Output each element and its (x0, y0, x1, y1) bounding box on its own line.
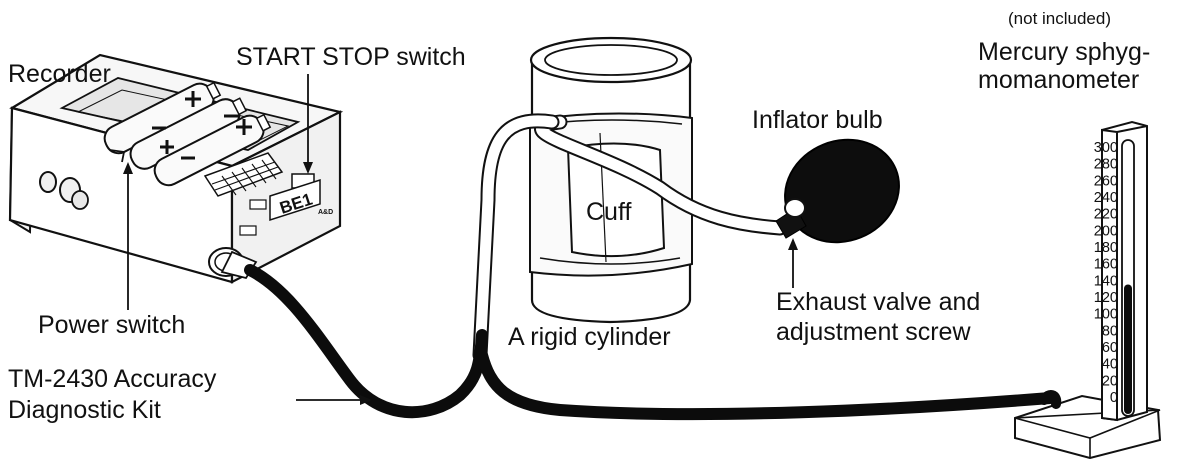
label-cuff: Cuff (586, 198, 631, 226)
recorder-side-buttons (39, 171, 89, 210)
label-exhaust-line2: adjustment screw (776, 318, 971, 346)
label-rigid-cylinder: A rigid cylinder (508, 323, 671, 351)
recorder-grille (203, 152, 284, 197)
cuff-tube (474, 115, 558, 361)
label-mercury-line1: Mercury sphyg- (978, 38, 1150, 66)
arrowhead (788, 238, 798, 250)
scale-tick-label: 300 (1094, 140, 1118, 156)
scale-tick-label: 220 (1094, 207, 1118, 223)
scale-tick-label: 240 (1094, 190, 1118, 206)
scale-tick-label: 100 (1094, 307, 1118, 323)
mercury-level (1124, 284, 1132, 414)
scale-tick-label: 280 (1094, 157, 1118, 173)
label-not-included: (not included) (1008, 9, 1111, 28)
scale-tick-label: 0 (1110, 390, 1118, 406)
scale-tick-label: 260 (1094, 173, 1118, 189)
label-power-switch: Power switch (38, 311, 185, 339)
inflator-bulb (775, 138, 900, 244)
recorder-device: BE1 A&D (8, 53, 344, 284)
recorder-button (249, 199, 267, 210)
recorder-button (239, 225, 257, 236)
scale-tick-label: 40 (1102, 357, 1118, 373)
label-kit-line1: TM-2430 Accuracy (8, 365, 217, 393)
scale-tick-label: 200 (1094, 223, 1118, 239)
label-recorder: Recorder (8, 60, 111, 88)
arrowhead (123, 162, 133, 174)
scale-tick-label: 120 (1094, 290, 1118, 306)
scale-tick-label: 60 (1102, 340, 1118, 356)
label-mercury-line2: momanometer (978, 66, 1139, 94)
arrowhead (360, 395, 372, 405)
label-inflator-bulb: Inflator bulb (752, 106, 883, 134)
scale-tick-label: 140 (1094, 273, 1118, 289)
recorder-lcd: BE1 (269, 178, 321, 222)
scale-tick-label: 160 (1094, 257, 1118, 273)
mercury-sphygmomanometer: 3002802602402202001801601401201008060402… (1014, 120, 1162, 460)
exhaust-valve (784, 198, 806, 218)
kit-tubing (244, 264, 1056, 421)
label-start-stop-switch: START STOP switch (236, 43, 466, 71)
recorder-brand: A&D (318, 209, 333, 216)
label-exhaust-line1: Exhaust valve and (776, 288, 980, 316)
power-switch (109, 149, 126, 163)
scale-tick-label: 20 (1102, 373, 1118, 389)
battery-cells (103, 81, 272, 187)
manometer-scale: 3002802602402202001801601401201008060402… (1094, 140, 1118, 406)
bulb-tube (536, 116, 786, 234)
label-kit-line2: Diagnostic Kit (8, 396, 161, 424)
scale-tick-label: 180 (1094, 240, 1118, 256)
scale-tick-label: 80 (1102, 323, 1118, 339)
arrowhead (303, 162, 313, 174)
